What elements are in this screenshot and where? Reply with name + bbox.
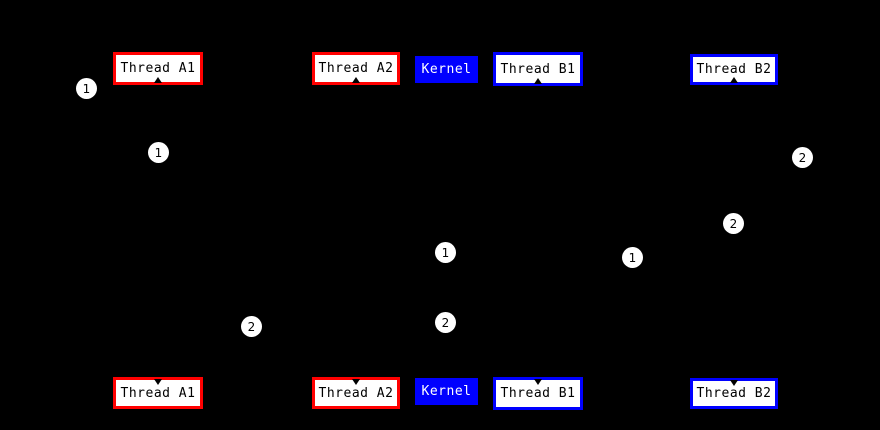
lifeline-label-thread-a1: Thread A1 [120, 61, 196, 76]
arrowhead-notch-icon [154, 379, 162, 385]
arrowhead-notch-icon [534, 379, 542, 385]
event-order-marker: 2 [723, 213, 744, 234]
lifeline-box-kernel-bottom: Kernel [415, 378, 478, 405]
lifeline-box-thread-a1-bottom: Thread A1 [113, 377, 203, 409]
arrowhead-notch-icon [730, 380, 738, 386]
lifeline-label-thread-b2: Thread B2 [696, 386, 772, 401]
lifeline-label-thread-b2: Thread B2 [696, 62, 772, 77]
lifeline-label-kernel: Kernel [421, 62, 472, 77]
event-order-marker: 1 [622, 247, 643, 268]
lifeline-box-thread-a2-top: Thread A2 [312, 52, 400, 85]
event-order-marker: 1 [435, 242, 456, 263]
event-order-marker: 2 [792, 147, 813, 168]
lifeline-box-thread-b2-bottom: Thread B2 [690, 378, 778, 409]
lifeline-label-thread-a2: Thread A2 [318, 61, 394, 76]
lifeline-box-thread-a1-top: Thread A1 [113, 52, 203, 85]
event-order-marker: 1 [76, 78, 97, 99]
arrowhead-notch-icon [352, 379, 360, 385]
lifeline-label-thread-b1: Thread B1 [500, 386, 576, 401]
lifeline-box-thread-a2-bottom: Thread A2 [312, 377, 400, 409]
arrowhead-notch-icon [534, 78, 542, 84]
lifeline-label-kernel: Kernel [421, 384, 472, 399]
lifeline-box-kernel-top: Kernel [415, 56, 478, 83]
arrowhead-notch-icon [154, 77, 162, 83]
lifeline-box-thread-b1-top: Thread B1 [493, 52, 583, 86]
event-order-marker: 2 [435, 312, 456, 333]
arrowhead-notch-icon [730, 77, 738, 83]
lifeline-box-thread-b2-top: Thread B2 [690, 54, 778, 85]
event-order-marker: 1 [148, 142, 169, 163]
lifeline-label-thread-b1: Thread B1 [500, 61, 576, 77]
lifeline-label-thread-a1: Thread A1 [120, 385, 196, 401]
lifeline-label-thread-a2: Thread A2 [318, 385, 394, 401]
event-order-marker: 2 [241, 316, 262, 337]
arrowhead-notch-icon [352, 77, 360, 83]
lifeline-box-thread-b1-bottom: Thread B1 [493, 377, 583, 410]
